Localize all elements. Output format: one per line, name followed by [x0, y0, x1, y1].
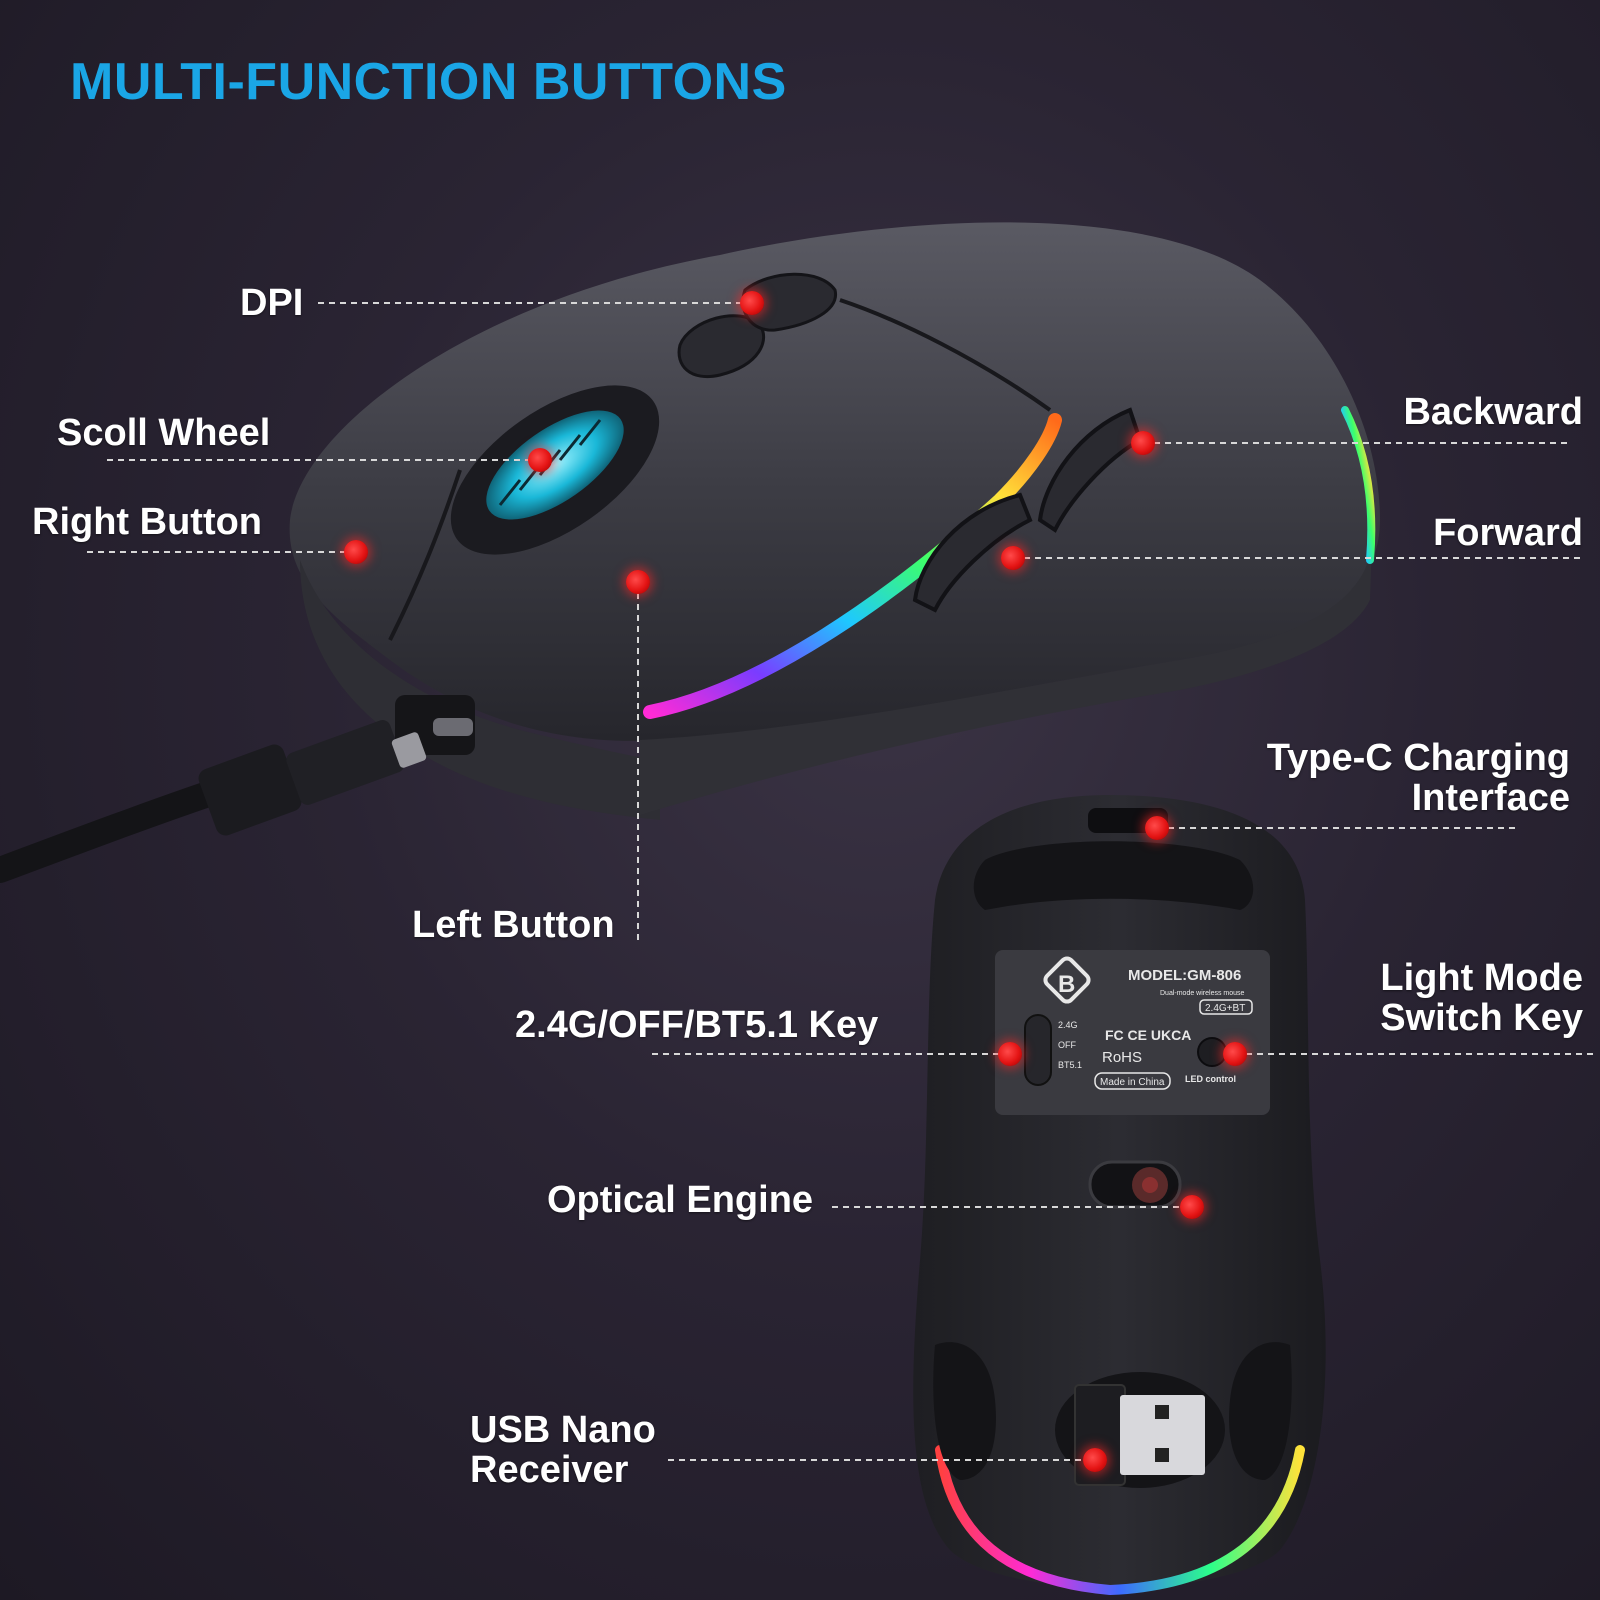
- optical-engine-marker: [1180, 1195, 1204, 1219]
- plate-led-control: LED control: [1185, 1074, 1236, 1084]
- label-backward: Backward: [1403, 391, 1583, 433]
- plate-rohs: RoHS: [1102, 1049, 1142, 1066]
- light-mode-marker: [1223, 1042, 1247, 1066]
- label-usb-line1: USB Nano: [470, 1409, 656, 1451]
- page-title: MULTI-FUNCTION BUTTONS: [70, 53, 787, 111]
- label-dpi: DPI: [240, 282, 304, 324]
- label-left-button: Left Button: [412, 904, 615, 946]
- label-scroll-wheel: Scoll Wheel: [57, 412, 271, 454]
- dpi-marker: [740, 291, 764, 315]
- svg-text:B: B: [1058, 971, 1075, 998]
- forward-marker: [1001, 546, 1025, 570]
- label-usb-nano-receiver: USB Nano Receiver: [470, 1410, 656, 1490]
- label-type-c-charging: Type-C Charging Interface: [1267, 738, 1570, 818]
- label-forward: Forward: [1433, 512, 1583, 554]
- label-type-c-line1: Type-C Charging: [1266, 737, 1570, 779]
- plate-model: MODEL:GM-806: [1128, 967, 1241, 984]
- right-button-marker: [344, 540, 368, 564]
- switch-pos-bt: BT5.1: [1058, 1060, 1082, 1070]
- brand-logo-icon: B: [1043, 956, 1091, 1004]
- left-button-marker: [626, 570, 650, 594]
- label-usb-line2: Receiver: [470, 1449, 629, 1491]
- top-mouse: [289, 222, 1381, 820]
- plate-badge: 2.4G+BT: [1205, 1003, 1245, 1014]
- mode-key-marker: [998, 1042, 1022, 1066]
- type-c-marker: [1145, 816, 1169, 840]
- backward-marker: [1131, 431, 1155, 455]
- plate-made-in: Made in China: [1100, 1077, 1165, 1088]
- label-light-mode-line2: Switch Key: [1380, 997, 1583, 1039]
- label-optical-engine: Optical Engine: [547, 1179, 814, 1221]
- bottom-mouse: B MODEL:GM-806 Dual-mode wireless mouse …: [913, 795, 1326, 1596]
- label-light-mode-switch: Light Mode Switch Key: [1380, 958, 1583, 1038]
- switch-pos-24g: 2.4G: [1058, 1020, 1078, 1030]
- usb-receiver-marker: [1083, 1448, 1107, 1472]
- plate-certifications: FC CE UKCA: [1105, 1027, 1191, 1043]
- usb-c-cable: [0, 720, 427, 883]
- label-right-button: Right Button: [32, 501, 263, 543]
- label-type-c-line2: Interface: [1411, 777, 1570, 819]
- led-control-button-icon: [1197, 1037, 1227, 1067]
- label-light-mode-line1: Light Mode: [1380, 957, 1583, 999]
- switch-pos-off: OFF: [1058, 1040, 1076, 1050]
- scroll-wheel-marker: [528, 448, 552, 472]
- usb-receiver-icon: [1074, 1384, 1205, 1486]
- plate-subtitle: Dual-mode wireless mouse: [1160, 990, 1245, 997]
- label-mode-key: 2.4G/OFF/BT5.1 Key: [515, 1004, 879, 1046]
- leader-lines: [87, 302, 1598, 1461]
